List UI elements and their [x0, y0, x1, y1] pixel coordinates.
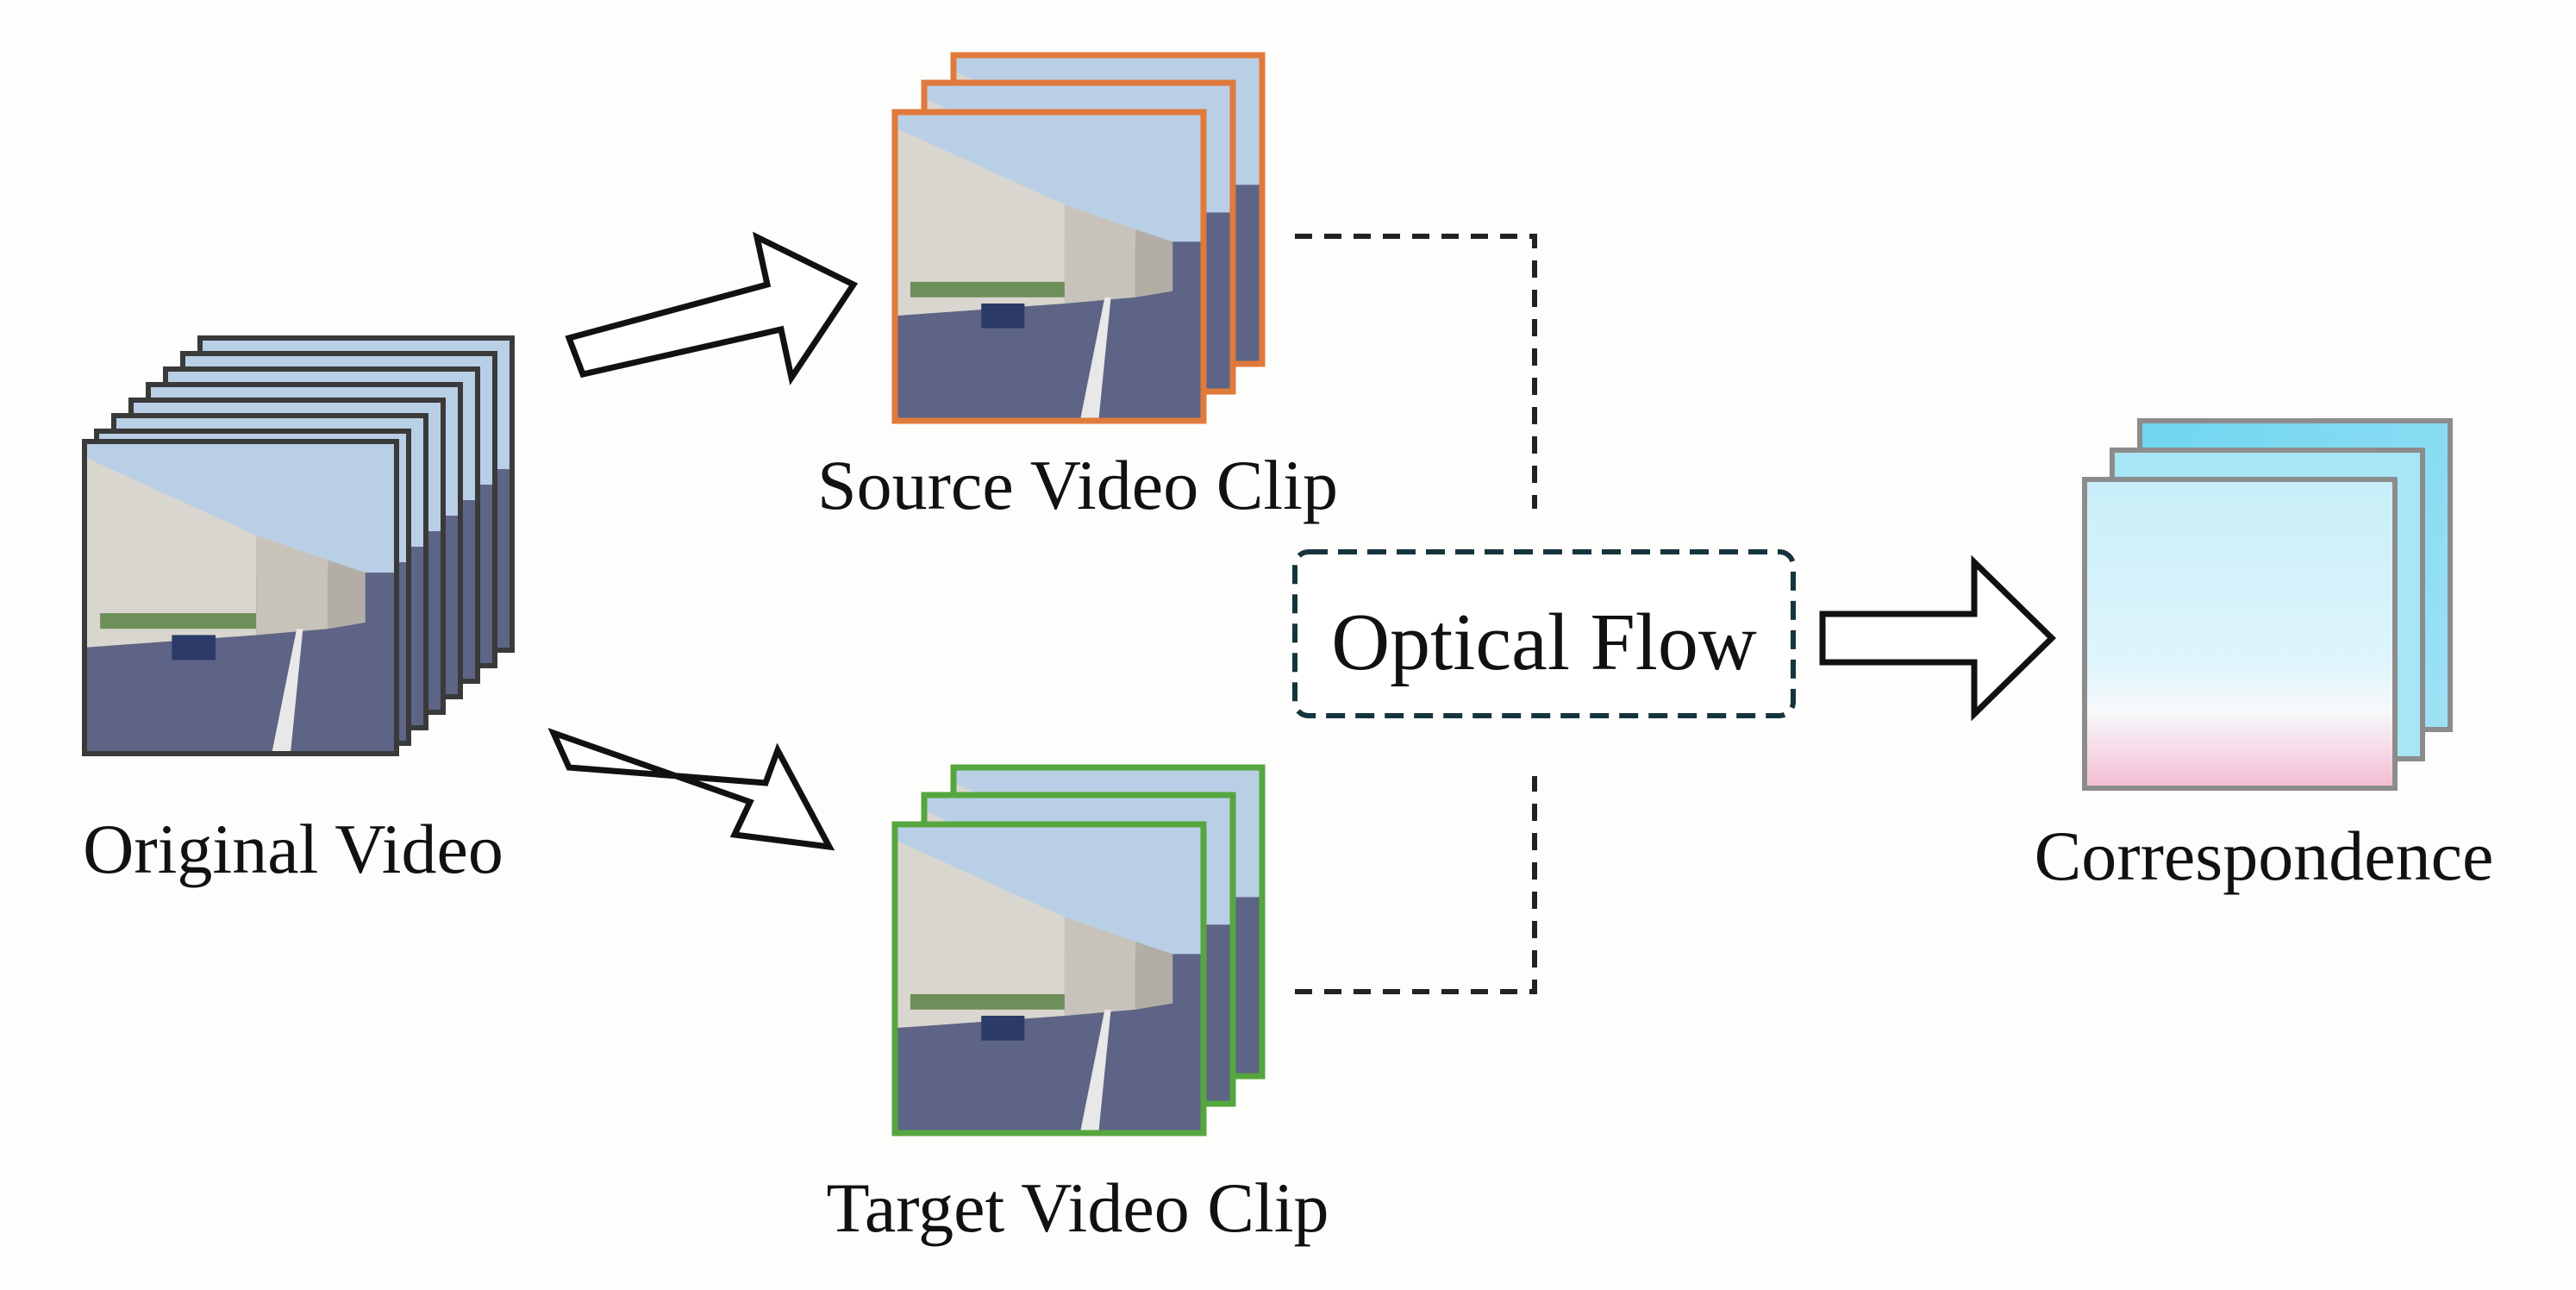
flow-frame — [2082, 477, 2398, 791]
original-video-stack — [82, 335, 515, 756]
target-clip-label: Target Video Clip — [826, 1168, 1329, 1247]
target-clip-stack — [891, 764, 1266, 1137]
arrow-to-source-icon — [565, 231, 859, 385]
source-frame — [895, 112, 1204, 421]
source-frame-border — [891, 109, 1207, 424]
target-connector-line — [1295, 776, 1537, 994]
original-frame-border — [82, 439, 399, 756]
target-frame-border — [891, 821, 1207, 1137]
source-connector-line — [1295, 234, 1537, 509]
original-frame — [84, 441, 397, 754]
source-clip-label: Source Video Clip — [817, 446, 1338, 524]
arrow-to-correspondence-icon — [1819, 554, 2057, 722]
optical-flow-box — [1292, 549, 1796, 718]
optical-flow-label: Optical Flow — [1331, 598, 1757, 687]
source-clip-stack — [891, 52, 1266, 424]
correspondence-label: Correspondence — [2035, 817, 2494, 895]
correspondence-stack — [2082, 418, 2453, 791]
target-frame — [895, 824, 1204, 1133]
arrow-to-target-icon — [547, 727, 835, 851]
original-video-label: Original Video — [83, 810, 503, 888]
